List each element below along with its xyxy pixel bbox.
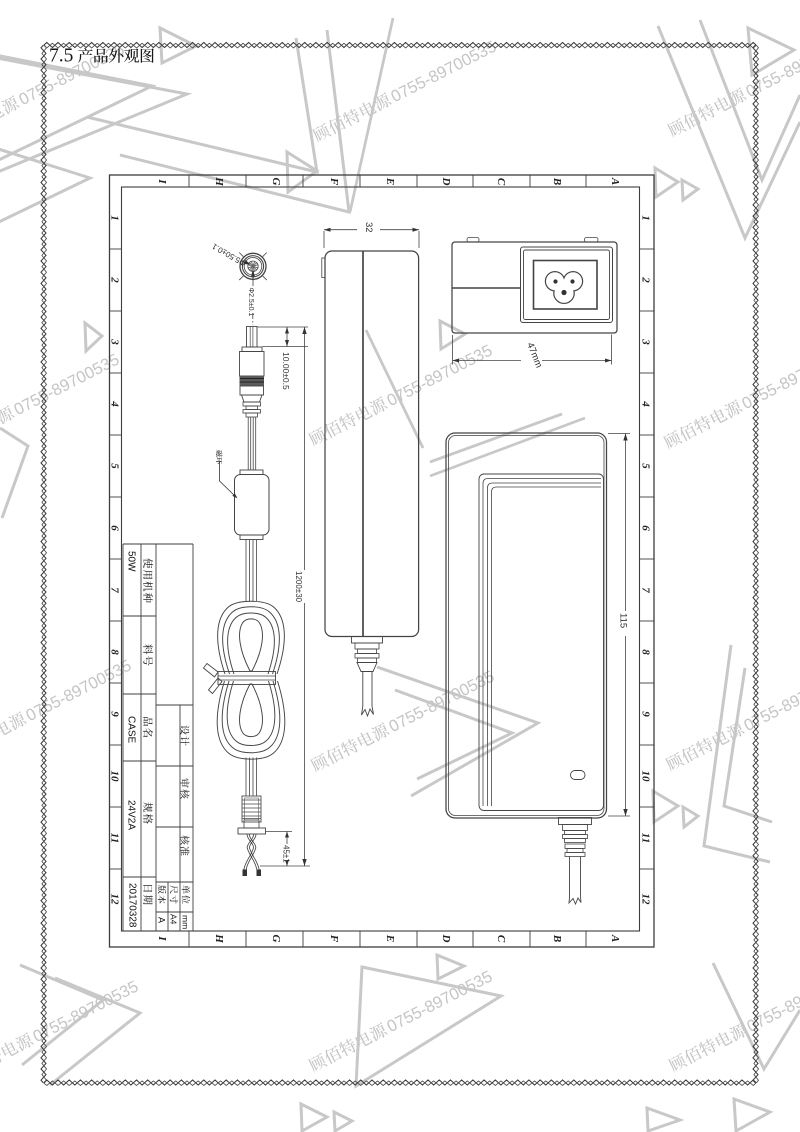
- svg-text:7: 7: [109, 587, 121, 593]
- svg-text:E: E: [384, 177, 396, 185]
- svg-text:2: 2: [109, 276, 121, 283]
- svg-text:F: F: [328, 177, 340, 186]
- svg-text:5: 5: [640, 463, 652, 469]
- svg-text:CASE: CASE: [126, 716, 137, 744]
- svg-text:4: 4: [640, 400, 652, 407]
- svg-text:12: 12: [640, 894, 652, 906]
- svg-text:B: B: [551, 934, 563, 942]
- svg-text:mm: mm: [181, 915, 191, 929]
- svg-text:1: 1: [640, 215, 652, 221]
- svg-text:B: B: [551, 177, 563, 185]
- svg-text:8: 8: [109, 649, 121, 655]
- svg-text:10: 10: [640, 771, 652, 783]
- svg-text:A: A: [157, 917, 167, 923]
- svg-text:11: 11: [109, 833, 121, 843]
- svg-text:F: F: [328, 934, 340, 943]
- svg-text:2: 2: [640, 276, 652, 283]
- svg-text:50W: 50W: [126, 551, 137, 572]
- svg-text:A: A: [609, 177, 621, 185]
- svg-text:G: G: [270, 935, 282, 943]
- svg-text:H: H: [213, 933, 225, 943]
- svg-text:7: 7: [640, 587, 652, 593]
- svg-text:3: 3: [640, 338, 652, 345]
- svg-text:45±1: 45±1: [282, 845, 291, 863]
- svg-text:1200±30: 1200±30: [294, 571, 303, 603]
- svg-text:7.5: 7.5: [49, 46, 73, 67]
- svg-text:I: I: [156, 178, 168, 184]
- svg-text:G: G: [270, 178, 282, 186]
- svg-text:11: 11: [640, 833, 652, 843]
- svg-text:9: 9: [640, 711, 652, 717]
- svg-text:24V2A: 24V2A: [126, 800, 137, 830]
- svg-text:E: E: [384, 934, 396, 942]
- svg-text:D: D: [440, 177, 452, 186]
- svg-text:A: A: [609, 934, 621, 942]
- svg-text:1: 1: [109, 215, 121, 221]
- svg-text:D: D: [440, 934, 452, 943]
- svg-text:Φ2.5±0.1: Φ2.5±0.1: [247, 288, 254, 317]
- svg-text:6: 6: [109, 525, 121, 531]
- svg-text:3: 3: [109, 338, 121, 345]
- svg-text:6: 6: [640, 525, 652, 531]
- svg-text:4: 4: [109, 400, 121, 407]
- svg-text:12: 12: [109, 894, 121, 906]
- svg-text:10.00±0.5: 10.00±0.5: [281, 352, 291, 390]
- svg-text:8: 8: [640, 649, 652, 655]
- svg-text:32: 32: [363, 222, 374, 233]
- svg-text:115: 115: [618, 613, 629, 628]
- svg-text:9: 9: [109, 711, 121, 717]
- svg-text:5: 5: [109, 463, 121, 469]
- svg-text:C: C: [495, 178, 507, 186]
- svg-text:C: C: [495, 935, 507, 943]
- svg-text:I: I: [156, 935, 168, 941]
- svg-text:H: H: [213, 176, 225, 186]
- svg-text:10: 10: [109, 771, 121, 783]
- svg-text:A4: A4: [169, 914, 179, 925]
- svg-text:20170328: 20170328: [127, 883, 138, 928]
